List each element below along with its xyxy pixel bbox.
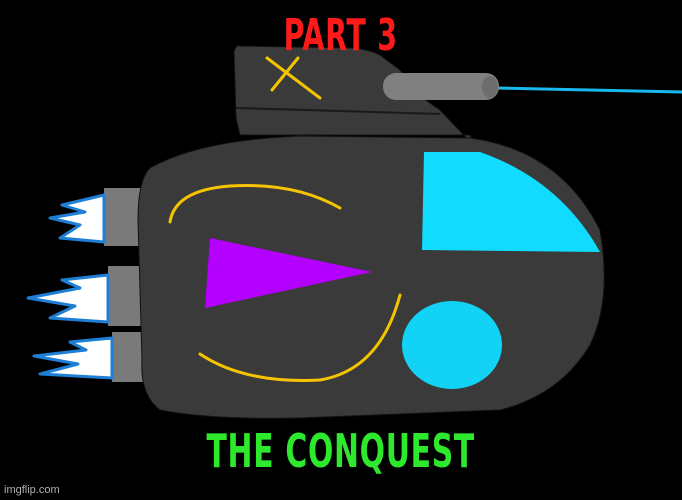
cannon-tip — [482, 76, 498, 98]
laser-beam — [494, 86, 682, 94]
flame-mid — [26, 273, 110, 324]
title-part: PART 3 — [283, 10, 398, 61]
porthole — [402, 301, 502, 389]
cockpit-window — [422, 152, 600, 252]
watermark: imgflip.com — [4, 484, 60, 496]
purple-triangle — [205, 238, 372, 308]
marking-arc-top — [168, 184, 342, 224]
marking-x-a — [265, 56, 322, 100]
title-subtitle: THE CONQUEST — [206, 424, 475, 478]
cannon-barrel — [383, 73, 499, 100]
marking-x-b — [270, 56, 300, 92]
turret-seam — [235, 107, 441, 115]
flame-top — [48, 193, 106, 244]
marking-arc-bottom — [198, 293, 402, 382]
flame-bottom — [32, 336, 114, 380]
turret-block — [233, 45, 479, 151]
